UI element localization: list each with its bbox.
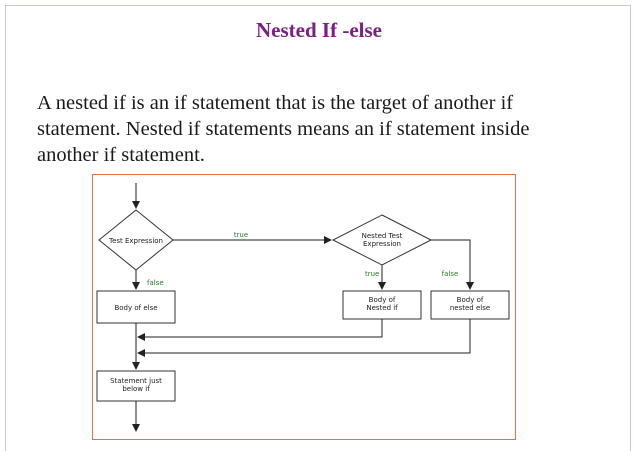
label-true-nested: true (365, 270, 379, 278)
label-false-nested: false (442, 270, 459, 278)
slide-frame (5, 5, 631, 451)
merge-arrow-nested-else (137, 319, 471, 357)
flowchart-svg: Test Expression true false Body of else … (96, 183, 510, 432)
label-true-main: true (234, 231, 248, 239)
false-arrow-nested (431, 239, 474, 290)
body-line-2: statement. Nested if statements means an… (37, 118, 530, 140)
test-expression-label: Test Expression (108, 237, 163, 245)
body-nested-else-line2: nested else (450, 304, 490, 312)
body-nested-if-line1: Body of (369, 296, 396, 304)
nested-test-label-line1: Nested Test (362, 232, 403, 240)
label-false-main: false (147, 279, 164, 287)
nested-test-label-line2: Expression (363, 240, 401, 248)
body-nested-if-box (342, 290, 422, 320)
flowchart-frame: Test Expression true false Body of else … (92, 174, 516, 440)
statement-below-line2: below if (122, 385, 150, 393)
body-line-3: another if statement. (37, 144, 205, 166)
body-nested-else-line1: Body of (457, 296, 484, 304)
body-of-else-box (96, 290, 176, 324)
merge-arrow-nested-if (137, 319, 383, 341)
statement-below-line1: Statement just (110, 377, 162, 385)
slide-title: Nested If -else (256, 18, 382, 42)
body-nested-if-line2: Nested if (366, 304, 398, 312)
body-of-else-label: Body of else (114, 304, 157, 312)
statement-below-box (96, 370, 176, 402)
body-line-1: A nested if is an if statement that is t… (37, 92, 514, 114)
slide-body-text: A nested if is an if statement that is t… (37, 90, 597, 168)
